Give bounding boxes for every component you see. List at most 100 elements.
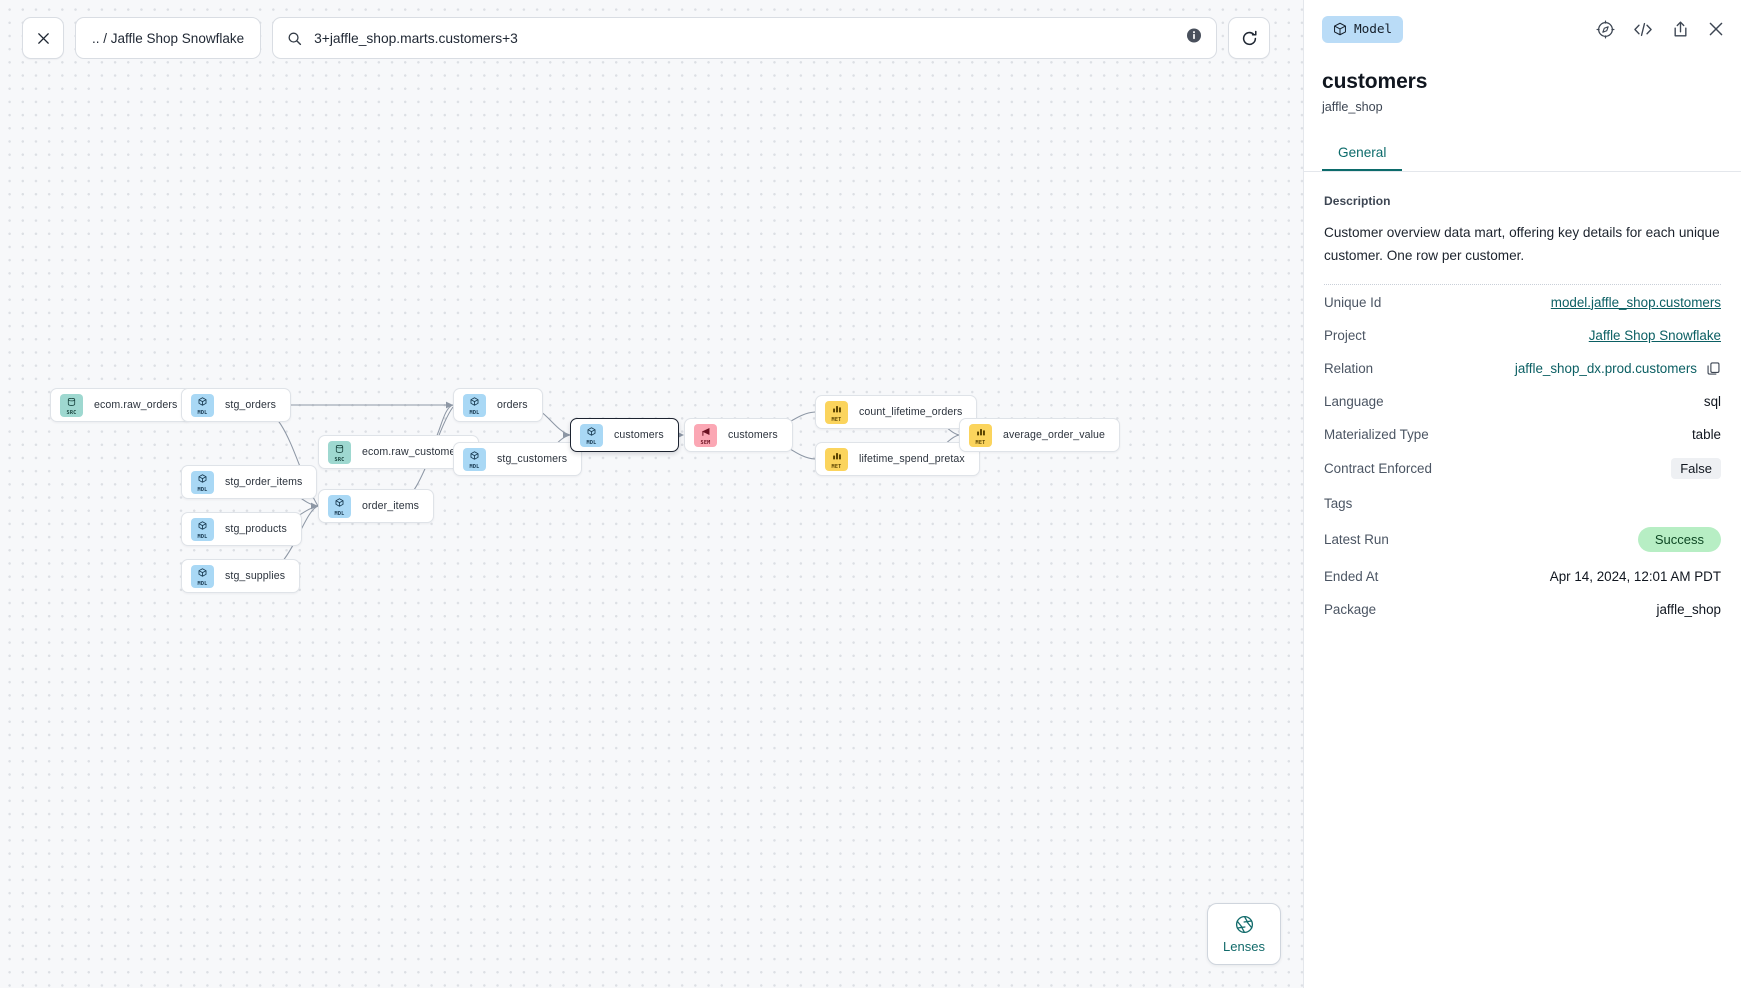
- field-row: Contract Enforced False: [1324, 450, 1721, 486]
- mdl-type-icon: MDL: [191, 564, 214, 588]
- graph-node-customers_model[interactable]: MDL customers: [570, 418, 679, 452]
- page-title: customers: [1322, 70, 1428, 93]
- search-icon: [288, 32, 302, 45]
- description-label: Description: [1324, 194, 1391, 208]
- sem-type-icon: SEM: [694, 423, 717, 447]
- graph-node-count_lifetime_orders[interactable]: MET count_lifetime_orders: [815, 395, 978, 429]
- breadcrumb[interactable]: .. / Jaffle Shop Snowflake: [75, 17, 262, 59]
- field-key: Unique Id: [1324, 294, 1382, 310]
- graph-node-label: stg_customers: [497, 453, 568, 465]
- graph-node-ecom_raw_orders[interactable]: SRC ecom.raw_orders: [50, 388, 193, 422]
- field-value[interactable]: model.jaffle_shop.customers: [1551, 295, 1721, 310]
- graph-node-label: customers: [728, 429, 778, 441]
- field-row: Relation jaffle_shop_dx.prod.customers: [1324, 351, 1721, 384]
- field-value: jaffle_shop: [1656, 601, 1721, 617]
- field-key: Relation: [1324, 360, 1374, 376]
- mdl-type-icon: MDL: [191, 470, 214, 494]
- refresh-button[interactable]: [1228, 17, 1271, 59]
- field-row: Materialized Type table: [1324, 417, 1721, 450]
- details-panel-toolbar: Model: [1304, 0, 1741, 58]
- graph-node-label: stg_orders: [225, 399, 277, 411]
- graph-node-stg_supplies[interactable]: MDL stg_supplies: [181, 559, 301, 593]
- mdl-type-icon: MDL: [191, 517, 214, 541]
- field-key: Contract Enforced: [1324, 461, 1432, 477]
- panel-actions: [1596, 19, 1725, 39]
- tab-general[interactable]: General: [1322, 139, 1403, 171]
- field-value: Success: [1637, 527, 1721, 553]
- field-row: Package jaffle_shop: [1324, 592, 1721, 625]
- graph-node-label: average_order_value: [1003, 429, 1106, 441]
- graph-node-label: ecom.raw_orders: [94, 399, 178, 411]
- graph-node-label: customers: [614, 429, 664, 441]
- details-body: Description Customer overview data mart,…: [1304, 172, 1741, 988]
- lineage-canvas[interactable]: .. / Jaffle Shop Snowflake: [0, 0, 1303, 988]
- lenses-label: Lenses: [1223, 938, 1265, 954]
- search-info-button[interactable]: [1186, 28, 1202, 49]
- close-icon: [37, 32, 49, 44]
- field-row: Project Jaffle Shop Snowflake: [1324, 318, 1721, 351]
- mdl-type-icon: MDL: [580, 423, 603, 447]
- cube-icon: [1334, 22, 1346, 36]
- field-key: Project: [1324, 327, 1366, 343]
- field-value: sql: [1703, 393, 1721, 409]
- page-subtitle: jaffle_shop: [1322, 100, 1383, 114]
- graph-node-stg_customers[interactable]: MDL stg_customers: [453, 442, 583, 476]
- contract-enforced-badge: False: [1671, 458, 1721, 480]
- graph-node-label: ecom.raw_customers: [362, 446, 465, 458]
- field-value[interactable]: jaffle_shop_dx.prod.customers: [1515, 361, 1721, 376]
- src-type-icon: SRC: [60, 393, 83, 417]
- resource-type-label: Model: [1354, 21, 1393, 37]
- field-value: Apr 14, 2024, 12:01 AM PDT: [1549, 568, 1721, 584]
- resource-type-badge[interactable]: Model: [1322, 15, 1404, 43]
- details-panel: Model: [1303, 0, 1741, 988]
- breadcrumb-label: .. / Jaffle Shop Snowflake: [92, 30, 245, 46]
- mdl-type-icon: MDL: [463, 393, 486, 417]
- field-key: Package: [1324, 601, 1377, 617]
- field-key: Materialized Type: [1324, 426, 1429, 442]
- divider: [1324, 284, 1721, 286]
- field-link[interactable]: Jaffle Shop Snowflake: [1588, 327, 1721, 343]
- field-link[interactable]: model.jaffle_shop.customers: [1550, 294, 1721, 310]
- graph-node-label: stg_order_items: [225, 476, 303, 488]
- field-row: Tags: [1324, 486, 1721, 519]
- graph-node-stg_orders[interactable]: MDL stg_orders: [181, 388, 292, 422]
- close-icon[interactable]: [1707, 20, 1725, 38]
- lineage-search[interactable]: [272, 17, 1218, 59]
- graph-node-label: stg_supplies: [225, 570, 286, 582]
- met-type-icon: MET: [825, 400, 848, 424]
- copy-icon[interactable]: [1706, 361, 1721, 376]
- search-input[interactable]: [314, 30, 1203, 46]
- graph-node-orders[interactable]: MDL orders: [453, 388, 543, 422]
- explore-icon[interactable]: [1596, 19, 1615, 39]
- field-link[interactable]: jaffle_shop_dx.prod.customers: [1514, 360, 1697, 376]
- graph-node-stg_order_items[interactable]: MDL stg_order_items: [181, 465, 318, 499]
- info-icon: [1187, 28, 1202, 43]
- mdl-type-icon: MDL: [463, 447, 486, 471]
- refresh-icon: [1242, 30, 1257, 45]
- graph-node-label: count_lifetime_orders: [859, 406, 963, 418]
- src-type-icon: SRC: [328, 440, 351, 464]
- graph-node-customers_semantic[interactable]: SEM customers: [684, 418, 793, 452]
- field-value: False: [1671, 458, 1721, 480]
- field-value: table: [1691, 426, 1721, 442]
- lenses-button[interactable]: Lenses: [1207, 903, 1281, 965]
- graph-node-label: lifetime_spend_pretax: [859, 453, 965, 465]
- met-type-icon: MET: [825, 447, 848, 471]
- graph-node-label: orders: [497, 399, 528, 411]
- field-value[interactable]: Jaffle Shop Snowflake: [1589, 328, 1721, 343]
- share-icon[interactable]: [1671, 20, 1690, 39]
- code-icon[interactable]: [1632, 20, 1654, 39]
- graph-node-lifetime_spend_pretax[interactable]: MET lifetime_spend_pretax: [815, 442, 980, 476]
- field-key: Tags: [1324, 495, 1353, 511]
- field-key: Language: [1324, 393, 1384, 409]
- mdl-type-icon: MDL: [191, 393, 214, 417]
- close-lineage-button[interactable]: [22, 17, 64, 59]
- details-panel-header: customers jaffle_shop: [1304, 58, 1741, 114]
